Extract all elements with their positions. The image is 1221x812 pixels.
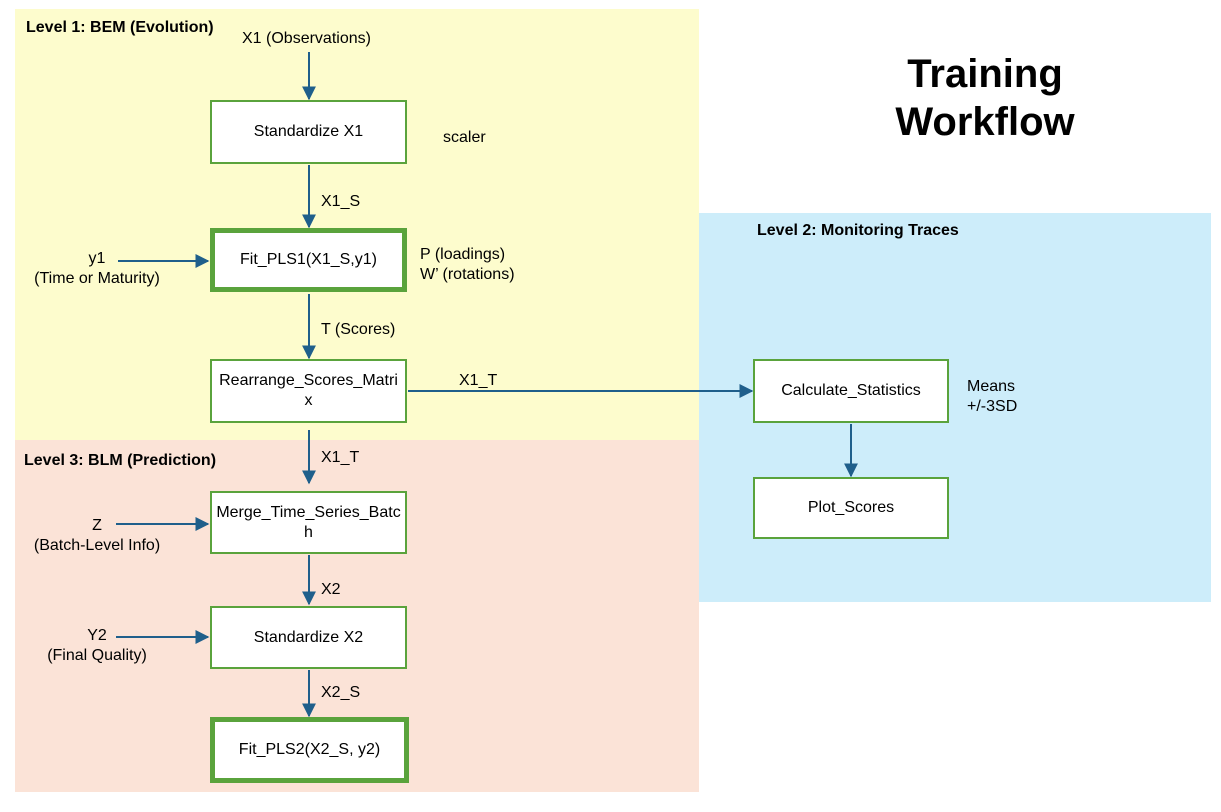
- level-1-title: Level 1: BEM (Evolution): [26, 19, 214, 36]
- merge-time-series-box: Merge_Time_Series_Batch: [210, 491, 407, 554]
- x1-t-down-label: X1_T: [321, 449, 360, 466]
- y2-label: Y2 (Final Quality): [47, 627, 147, 664]
- standardize-x1-box: Standardize X1: [210, 100, 407, 164]
- standardize-x2-box: Standardize X2: [210, 606, 407, 669]
- x1-s-label: X1_S: [321, 193, 361, 210]
- diagram-title: Training Workflow: [895, 52, 1075, 144]
- calculate-statistics-box: Calculate_Statistics: [753, 359, 949, 423]
- loadings-label: P (loadings) W’ (rotations): [420, 246, 515, 283]
- t-scores-label: T (Scores): [321, 321, 396, 338]
- level-3-title: Level 3: BLM (Prediction): [24, 452, 217, 469]
- fit-pls2-box: Fit_PLS2(X2_S, y2): [210, 717, 409, 783]
- rearrange-scores-box: Rearrange_Scores_Matrix: [210, 359, 407, 423]
- y1-label: y1 (Time or Maturity): [34, 250, 160, 287]
- scaler-label: scaler: [443, 129, 486, 146]
- means-label: Means +/-3SD: [967, 378, 1018, 415]
- x1-t-right-label: X1_T: [459, 372, 498, 389]
- fit-pls1-box: Fit_PLS1(X1_S,y1): [210, 228, 407, 292]
- plot-scores-box: Plot_Scores: [753, 477, 949, 539]
- x2-s-label: X2_S: [321, 684, 361, 701]
- z-label: Z (Batch-Level Info): [33, 517, 161, 554]
- x2-label: X2: [321, 581, 341, 598]
- level-2-title: Level 2: Monitoring Traces: [757, 222, 959, 239]
- x1-observations-label: X1 (Observations): [242, 30, 371, 47]
